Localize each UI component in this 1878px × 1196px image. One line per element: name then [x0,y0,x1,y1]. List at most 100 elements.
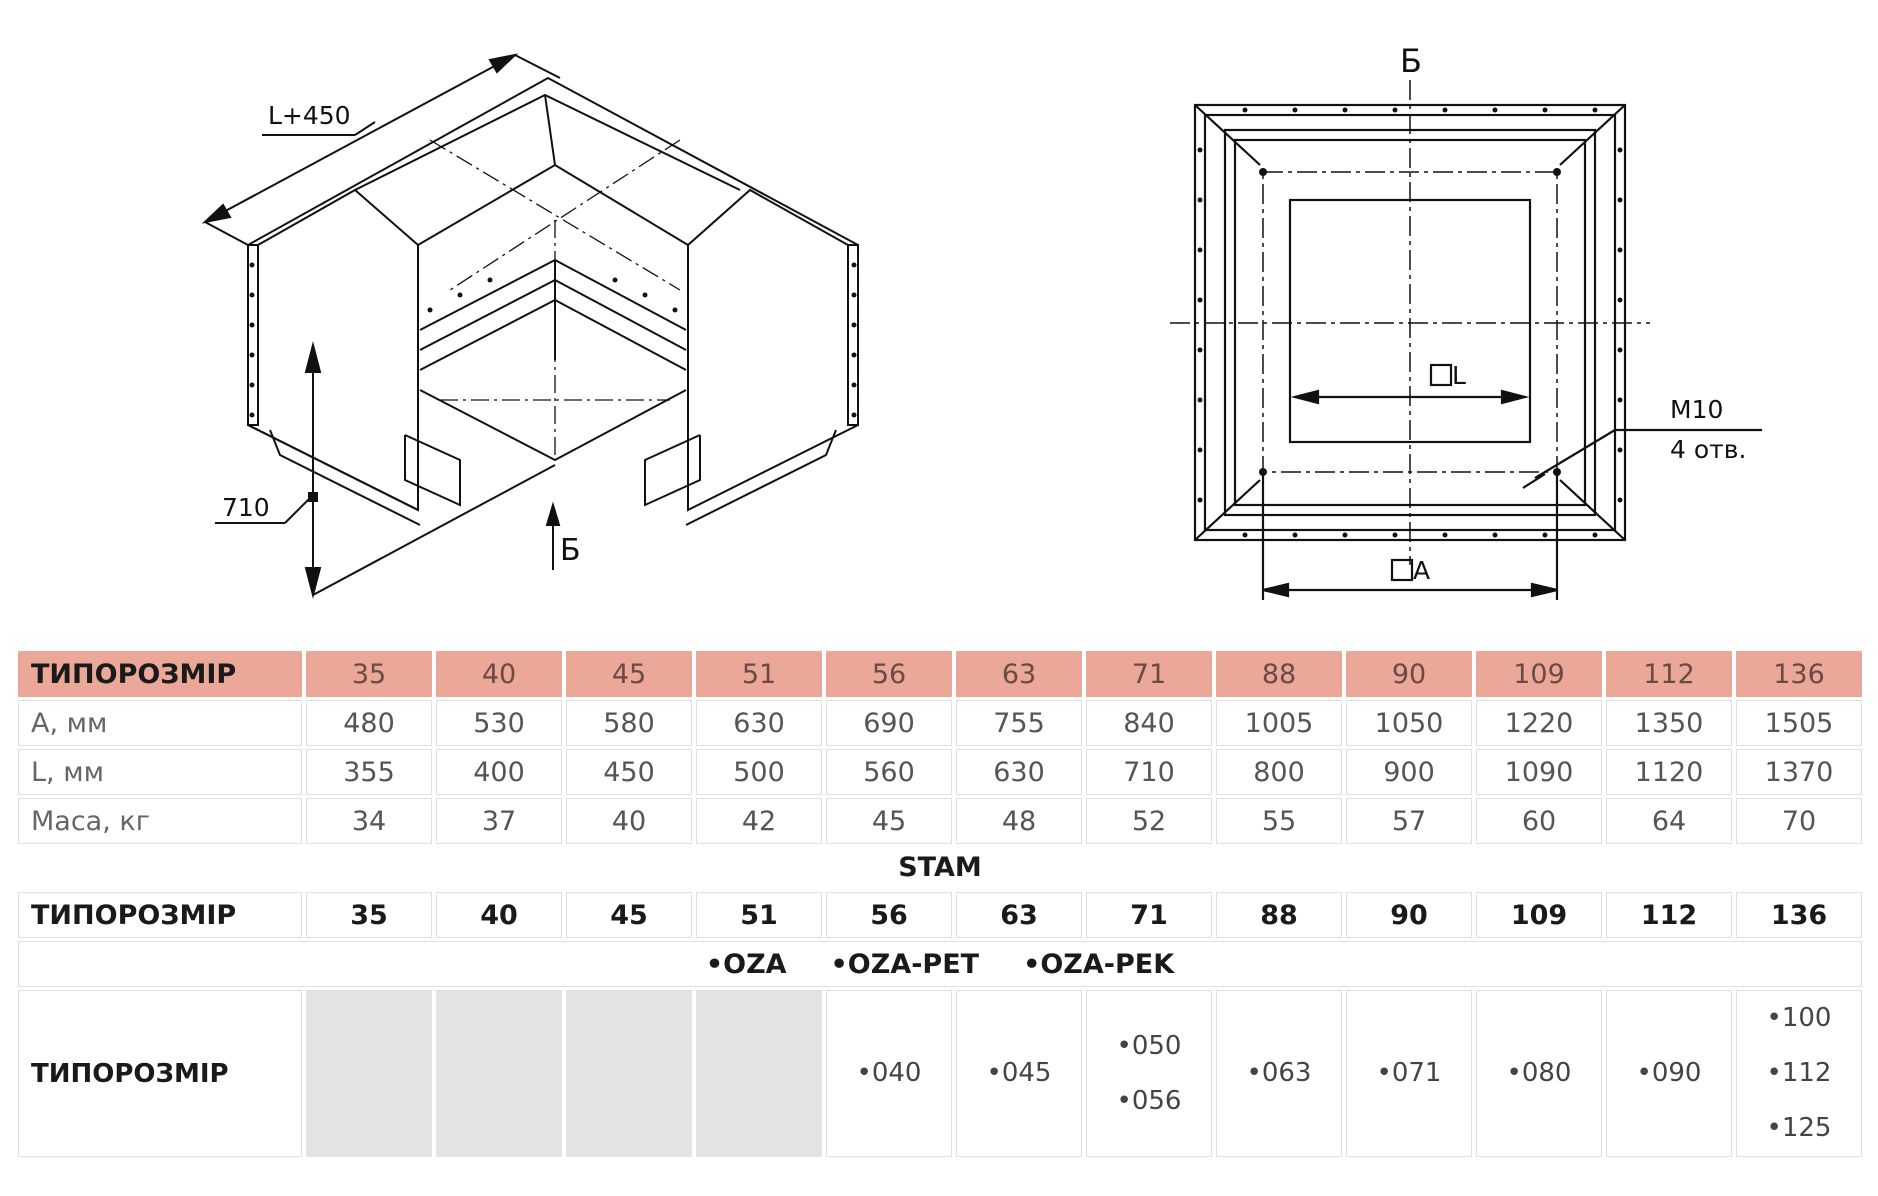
series-row: •OZA •OZA-PET •OZA-PEK [18,941,1862,987]
size-cell: 88 [1216,651,1342,697]
model-code: •100 [1766,1003,1832,1033]
value-cell: 48 [956,798,1082,844]
value-cell: 55 [1216,798,1342,844]
size-cell: 40 [436,892,562,938]
size-cell: 109 [1476,892,1602,938]
size-cell: 136 [1736,651,1862,697]
dim-inner-label: L [1452,361,1466,390]
value-cell: 900 [1346,749,1472,795]
value-cell: 1350 [1606,700,1732,746]
series-cell: •OZA •OZA-PET •OZA-PEK [18,941,1862,987]
models-cell [566,990,692,1157]
size-cell: 71 [1086,651,1212,697]
value-cell: 400 [436,749,562,795]
header-label: ТИПОРОЗМІР [18,651,302,697]
models-cell [696,990,822,1157]
row-label: Маса, кг [18,798,302,844]
value-cell: 1120 [1606,749,1732,795]
size-cell: 63 [956,651,1082,697]
section-mark-right: Б [1400,42,1422,80]
dim-outer-label: A [1413,556,1430,585]
value-cell: 60 [1476,798,1602,844]
technical-drawings: L+450 710 Б [201,42,1762,600]
models-cell: •040 [826,990,952,1157]
value-cell: 34 [306,798,432,844]
size-cell: 56 [826,651,952,697]
model-code: •040 [856,1058,922,1088]
value-cell: 1370 [1736,749,1862,795]
model-code: •080 [1506,1058,1572,1088]
size-cell: 35 [306,892,432,938]
plan-view-drawing: Б L A M10 4 отв. [1170,42,1762,600]
value-cell: 580 [566,700,692,746]
dim-length-label: L+450 [268,101,351,130]
value-cell: 355 [306,749,432,795]
size-cell: 88 [1216,892,1342,938]
size-cell: 71 [1086,892,1212,938]
series-label: •OZA-PET [830,948,980,980]
series-label: •OZA-PEK [1023,948,1175,980]
model-code: •045 [986,1058,1052,1088]
bolt-label: M10 [1670,395,1723,424]
size-cell: 35 [306,651,432,697]
row-label: L, мм [18,749,302,795]
models-row: ТИПОРОЗМІР•040•045•050•056•063•071•080•0… [18,990,1862,1157]
model-code: •112 [1766,1058,1832,1088]
models-cell: •063 [1216,990,1342,1157]
value-cell: 1090 [1476,749,1602,795]
models-cell: •080 [1476,990,1602,1157]
models-cell: •100 •112 •125 [1736,990,1862,1157]
value-cell: 1050 [1346,700,1472,746]
value-cell: 530 [436,700,562,746]
model-code: •090 [1636,1058,1702,1088]
size-cell: 136 [1736,892,1862,938]
series-label: •OZA [705,948,787,980]
value-cell: 64 [1606,798,1732,844]
row-label: А, мм [18,700,302,746]
value-cell: 70 [1736,798,1862,844]
value-cell: 690 [826,700,952,746]
value-cell: 840 [1086,700,1212,746]
value-cell: 42 [696,798,822,844]
models-cell: •071 [1346,990,1472,1157]
section-mark-left: Б [560,533,581,568]
value-cell: 560 [826,749,952,795]
size-cell: 51 [696,651,822,697]
model-code: •050 [1116,1030,1182,1061]
size-cell: 90 [1346,651,1472,697]
value-cell: 800 [1216,749,1342,795]
model-code: •063 [1246,1058,1312,1088]
size-cell: 51 [696,892,822,938]
stam-title: STAM [898,852,982,883]
value-cell: 1220 [1476,700,1602,746]
value-cell: 710 [1086,749,1212,795]
size-cell: 56 [826,892,952,938]
value-cell: 480 [306,700,432,746]
size-cell: 40 [436,651,562,697]
value-cell: 755 [956,700,1082,746]
models-cell [306,990,432,1157]
value-cell: 1005 [1216,700,1342,746]
value-cell: 52 [1086,798,1212,844]
size-cell: 63 [956,892,1082,938]
models-cell: •045 [956,990,1082,1157]
value-cell: 500 [696,749,822,795]
model-code: •125 [1766,1113,1832,1143]
value-cell: 1505 [1736,700,1862,746]
size-cell: 112 [1606,651,1732,697]
value-cell: 630 [696,700,822,746]
value-cell: 45 [826,798,952,844]
size-cell: 109 [1476,651,1602,697]
value-cell: 57 [1346,798,1472,844]
models-cell: •050•056 [1086,990,1212,1157]
model-code: •071 [1376,1058,1442,1088]
header-label: ТИПОРОЗМІР [18,892,302,938]
